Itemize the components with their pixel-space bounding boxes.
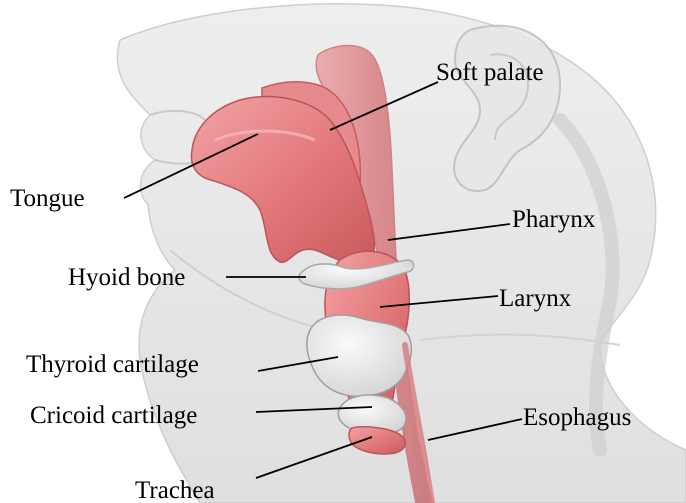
label-larynx: Larynx xyxy=(499,286,571,311)
label-tongue: Tongue xyxy=(10,186,85,211)
label-hyoid-bone: Hyoid bone xyxy=(68,265,185,290)
label-pharynx: Pharynx xyxy=(512,207,595,232)
label-esophagus: Esophagus xyxy=(523,405,631,430)
label-soft-palate: Soft palate xyxy=(436,60,544,85)
label-thyroid-cartilage: Thyroid cartilage xyxy=(26,352,199,377)
label-trachea: Trachea xyxy=(135,478,215,503)
label-cricoid-cartilage: Cricoid cartilage xyxy=(30,403,197,428)
